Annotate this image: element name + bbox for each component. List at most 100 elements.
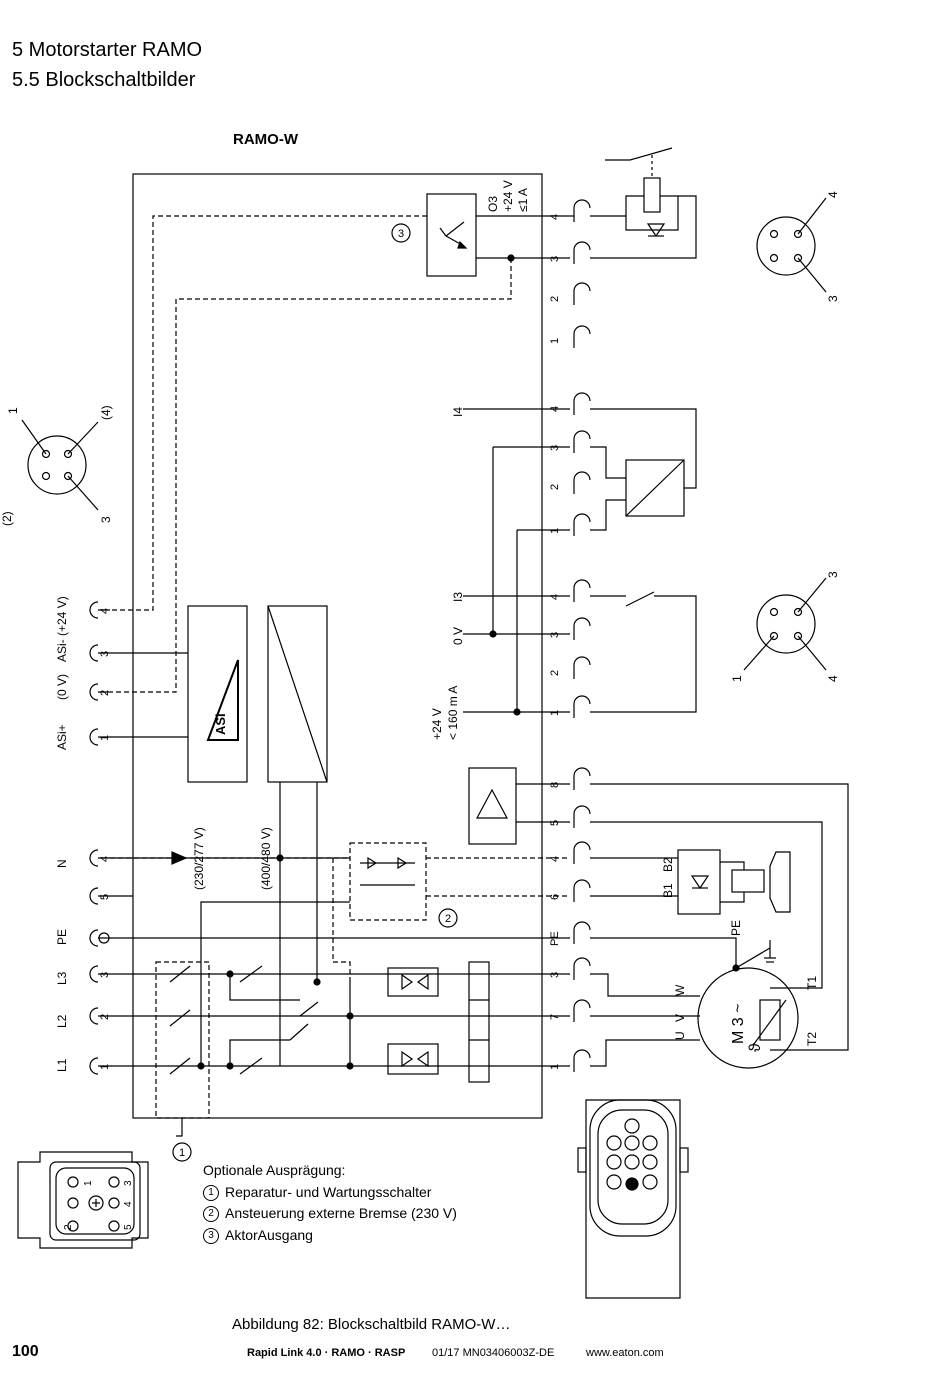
svg-text:5: 5 [549,820,561,826]
svg-text:PE: PE [729,920,743,936]
zero-volt-label: 0 V [451,627,465,645]
svg-text:M 3 ~: M 3 ~ [730,1004,747,1044]
svg-text:3: 3 [826,571,840,578]
motor-circle [697,967,799,1069]
brake-disc [769,851,791,913]
svg-text:4: 4 [99,856,111,862]
svg-text:1: 1 [6,407,20,414]
right-plugs [570,199,591,1072]
svg-text:B1: B1 [661,883,675,898]
svg-text:4: 4 [826,191,840,198]
v400-label: (400/480 V) [259,827,273,890]
svg-text:3: 3 [826,295,840,302]
thyristor-upper [387,967,439,997]
svg-text:3: 3 [99,651,111,657]
svg-text:N: N [55,859,69,868]
svg-text:6: 6 [549,894,561,900]
svg-text:2: 2 [445,913,451,925]
footer-url[interactable]: www.eaton.com [586,1347,664,1359]
svg-text:PE: PE [55,929,69,945]
current-sensors [468,961,490,1083]
i4-label: I4 [451,407,465,417]
legend-item: 3 AktorAusgang [203,1225,457,1247]
svg-text:T2: T2 [805,1032,819,1046]
circled-3 [391,223,411,243]
svg-text:3: 3 [549,632,561,638]
optocoupler-box [426,193,477,277]
svg-text:W: W [673,984,687,996]
svg-text:3: 3 [549,445,561,451]
legend-text: AktorAusgang [225,1226,313,1243]
svg-text:4: 4 [549,406,561,412]
svg-text:(4): (4) [99,405,113,420]
svg-text:L1: L1 [55,1058,69,1072]
o3-label: O3 [486,196,500,212]
svg-text:2: 2 [549,484,561,490]
svg-text:PE: PE [549,931,561,946]
device-frame [132,173,543,1119]
svg-text:2: 2 [549,670,561,676]
svg-text:L2: L2 [55,1014,69,1028]
m12-connector-mid-right [743,577,827,671]
svg-text:1: 1 [99,1064,111,1070]
warning-box [468,767,517,845]
svg-text:5: 5 [99,894,111,900]
zero-v-left: (0 V) [55,674,69,700]
svg-text:3: 3 [99,972,111,978]
svg-text:5: 5 [123,1224,134,1230]
legend-title: Optionale Ausprägung: [203,1162,346,1178]
legend-num: 3 [203,1227,219,1244]
left-asi-plugs [89,601,110,746]
svg-text:U: U [673,1031,687,1040]
legend-num: 1 [203,1184,219,1201]
o3-voltage: +24 V [501,180,515,212]
svg-text:1: 1 [730,675,744,682]
left-power-plugs [89,849,570,1075]
brake-control-box [349,842,427,921]
svg-text:4: 4 [123,1201,134,1207]
svg-text:7: 7 [549,1014,561,1020]
svg-text:1: 1 [83,1180,94,1186]
circled-3-text: 3 [398,228,404,240]
svg-text:(2): (2) [0,511,14,526]
svg-text:2: 2 [99,1014,111,1020]
plus24-label: +24 V [430,708,444,740]
motor-plug [577,1099,689,1299]
svg-text:3: 3 [99,516,113,523]
svg-text:1: 1 [179,1147,185,1159]
svg-text:2: 2 [549,296,561,302]
asi-plus-label: ASi+ [55,724,69,750]
page-number: 100 [12,1343,39,1360]
svg-text:V: V [673,1014,687,1022]
circled-2 [438,908,458,928]
svg-text:1: 1 [549,1064,561,1070]
svg-text:3: 3 [123,1180,134,1186]
svg-text:1: 1 [549,528,561,534]
m12-connector-left [21,419,99,511]
han-connector [17,1151,149,1249]
svg-text:ϑ: ϑ [747,1043,764,1052]
figure-caption: Abbildung 82: Blockschaltbild RAMO-W… [232,1316,511,1333]
asi-plus24-label: ASi- (+24 V) [55,596,69,662]
svg-text:4: 4 [99,608,111,614]
svg-text:B2: B2 [661,857,675,872]
svg-text:4: 4 [549,856,561,862]
svg-text:4: 4 [549,594,561,600]
relay-coil [643,177,661,213]
svg-text:4: 4 [826,675,840,682]
m12-connector-top-right [756,197,827,293]
svg-text:3: 3 [549,972,561,978]
svg-text:2: 2 [99,690,111,696]
svg-text:3: 3 [549,256,561,262]
svg-text:4: 4 [549,214,561,220]
ma160-label: < 160 m A [446,686,460,740]
circled-1 [172,1142,192,1162]
asi-logo [206,659,239,741]
converter-box [267,605,328,783]
svg-text:8: 8 [549,782,561,788]
v230-label: (230/277 V) [192,827,206,890]
